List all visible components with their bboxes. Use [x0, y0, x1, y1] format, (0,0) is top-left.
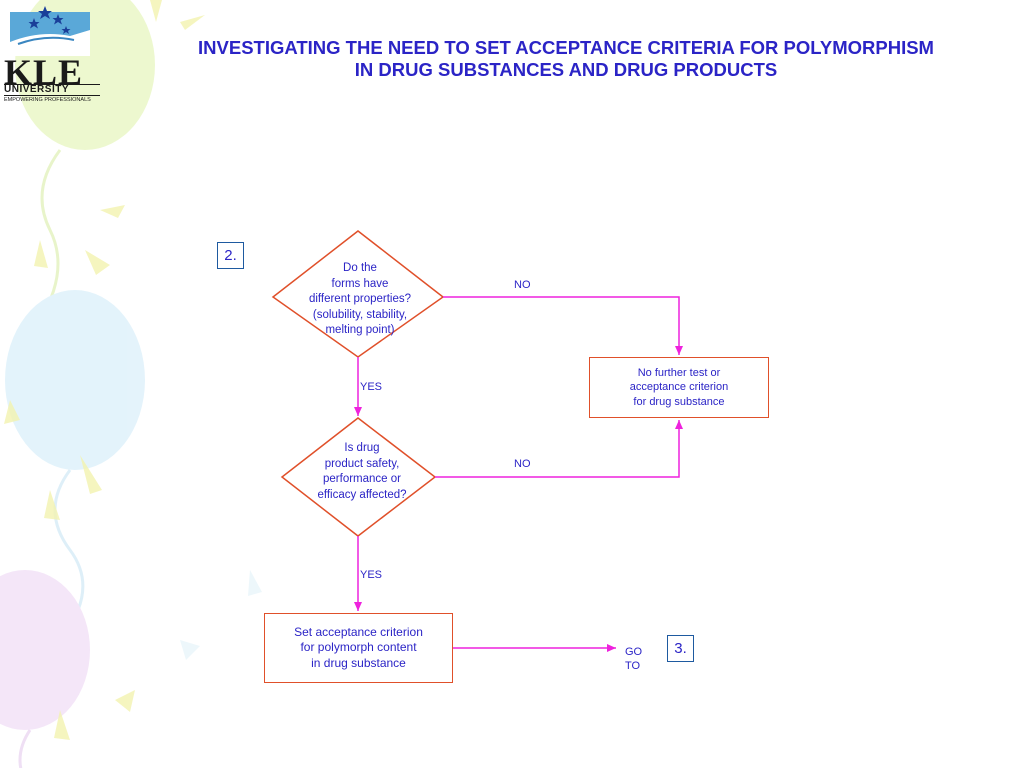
- page-title: INVESTIGATING THE NEED TO SET ACCEPTANCE…: [108, 37, 1024, 81]
- set-criterion-line: Set acceptance criterion: [294, 624, 423, 639]
- yes-label-1: YES: [360, 381, 383, 393]
- decision-1-line: (solubility, stability,: [312, 308, 408, 321]
- set-criterion-line: in drug substance: [311, 655, 406, 670]
- decision-1-line: melting point): [325, 324, 395, 336]
- step-2-box: 2.: [217, 242, 244, 269]
- no-further-line: acceptance criterion: [629, 381, 729, 394]
- decision-1-line: different properties?: [308, 293, 412, 305]
- no-further-line: No further test or: [637, 366, 721, 379]
- yes-label-2: YES: [360, 569, 383, 581]
- title-line-1: INVESTIGATING THE NEED TO SET ACCEPTANCE…: [198, 37, 934, 58]
- connector-d1-no: [443, 296, 683, 355]
- no-further-line: for drug substance: [633, 395, 725, 408]
- decision-2-line: product safety,: [324, 457, 400, 470]
- step-3-box: 3.: [667, 635, 694, 662]
- no-label-2: NO: [514, 458, 531, 470]
- set-criterion-line: for polymorph content: [300, 640, 417, 655]
- decision-1-line: Do the: [343, 262, 377, 274]
- no-further-test-box: No further test or acceptance criterion …: [589, 357, 769, 418]
- decision-2-line: performance or: [323, 473, 401, 485]
- title-line-2: IN DRUG SUBSTANCES AND DRUG PRODUCTS: [354, 59, 778, 80]
- decision-1-text: Do the forms have different properties? …: [290, 261, 430, 339]
- logo-university: UNIVERSITY: [4, 84, 100, 96]
- decision-2-line: Is drug: [344, 442, 380, 454]
- decision-2-text: Is drug product safety, performance or e…: [292, 441, 432, 503]
- kle-university-logo: KLE UNIVERSITY EMPOWERING PROFESSIONALS: [0, 0, 112, 108]
- decision-1-line: forms have: [331, 277, 389, 290]
- goto-line-2: TO: [625, 659, 641, 672]
- set-acceptance-criterion-box: Set acceptance criterion for polymorph c…: [264, 613, 453, 683]
- logo-tagline: EMPOWERING PROFESSIONALS: [4, 97, 91, 103]
- connector-d2-no: [435, 420, 683, 478]
- decision-2-line: efficacy affected?: [317, 488, 407, 501]
- no-label-1: NO: [514, 279, 531, 291]
- logo-emblem: [10, 6, 90, 56]
- goto-label: GO TO: [625, 646, 649, 673]
- goto-line-1: GO: [625, 646, 643, 658]
